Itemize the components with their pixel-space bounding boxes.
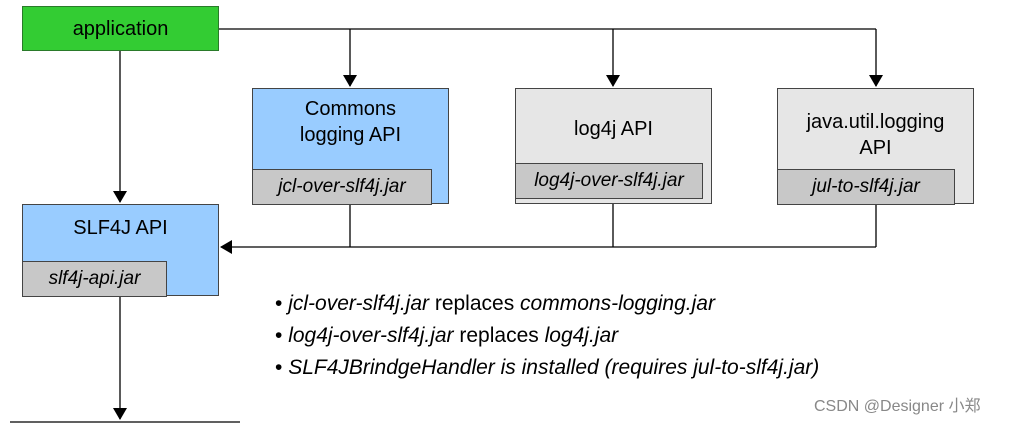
slf4j-api-jar-label: slf4j-api.jar: [22, 261, 167, 297]
jul-line1: java.util.logging: [806, 111, 945, 133]
bullet-emphasis: jcl-over-slf4j.jar: [288, 292, 429, 315]
commons-logging-api-label: Commons logging API: [253, 96, 448, 148]
watermark: CSDN @Designer 小郑: [814, 398, 981, 415]
bullet-notes: • jcl-over-slf4j.jar replaces commons-lo…: [275, 288, 819, 384]
bullet-emphasis: log4j-over-slf4j.jar: [288, 324, 454, 347]
bullet-item: • log4j-over-slf4j.jar replaces log4j.ja…: [275, 320, 819, 352]
slf4j-api-box: SLF4J API slf4j-api.jar: [22, 204, 219, 297]
log4j-api-label: log4j API: [574, 118, 653, 140]
bullet-emphasis-2: log4j.jar: [544, 324, 619, 347]
bullet-prefix: •: [275, 292, 289, 315]
bullet-prefix: •: [275, 356, 289, 379]
java-util-logging-api-box: java.util.logging API jul-to-slf4j.jar: [777, 88, 974, 205]
log4j-over-slf4j-jar-label: log4j-over-slf4j.jar: [515, 163, 703, 199]
application-box: application: [22, 6, 219, 51]
slf4j-api-label: SLF4J API: [73, 217, 168, 239]
bullet-prefix: •: [275, 324, 289, 347]
java-util-logging-api-label: java.util.logging API: [778, 109, 973, 161]
jul-line2: API: [859, 137, 892, 159]
commons-logging-line2: logging API: [299, 124, 402, 146]
commons-logging-line1: Commons: [304, 98, 397, 120]
bullet-item: • SLF4JBrindgeHandler is installed (requ…: [275, 352, 819, 384]
bullet-item: • jcl-over-slf4j.jar replaces commons-lo…: [275, 288, 819, 320]
bullet-text: replaces: [429, 292, 521, 315]
application-label: application: [72, 18, 169, 40]
commons-logging-api-box: Commons logging API jcl-over-slf4j.jar: [252, 88, 449, 205]
bullet-text: replaces: [453, 324, 545, 347]
jul-to-slf4j-jar-label: jul-to-slf4j.jar: [777, 169, 955, 205]
jcl-over-slf4j-jar-label: jcl-over-slf4j.jar: [252, 169, 432, 205]
bullet-emphasis: SLF4JBrindgeHandler is installed (requir…: [288, 356, 820, 379]
log4j-api-box: log4j API log4j-over-slf4j.jar: [515, 88, 712, 204]
bullet-emphasis-2: commons-logging.jar: [520, 292, 715, 315]
